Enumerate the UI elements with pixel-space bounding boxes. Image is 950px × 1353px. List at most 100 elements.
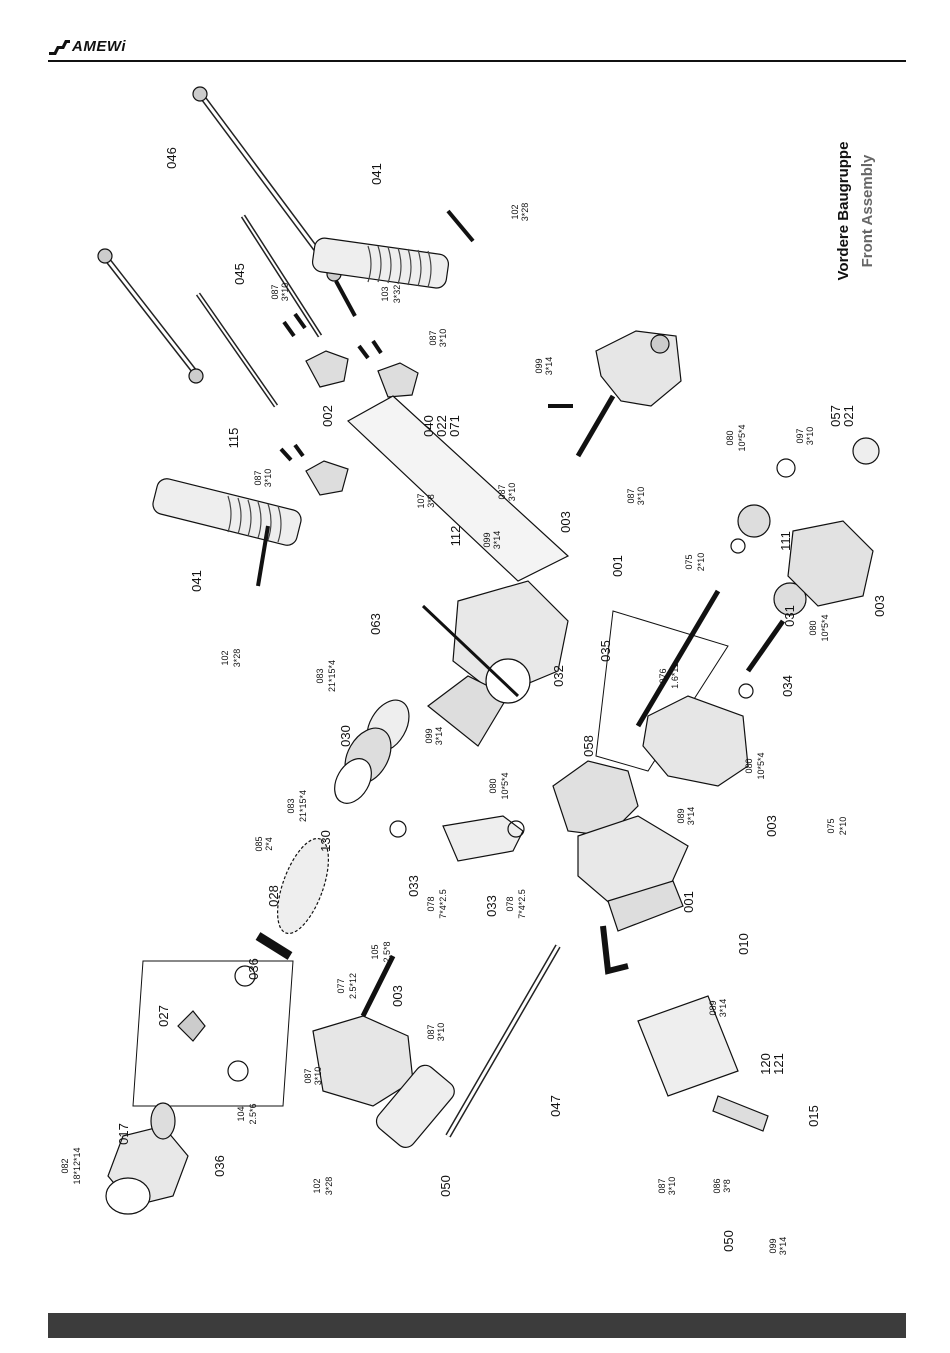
part-label: 045	[232, 263, 247, 285]
bearings-and-gears-031	[730, 458, 809, 699]
part-label: 7*4*2.5	[438, 889, 448, 919]
exploded-diagram: 0460410450873*101023*281033*320873*10115…	[60, 86, 887, 1256]
part-label: 3*14	[686, 807, 696, 826]
part-label: 087	[626, 488, 636, 503]
long-link-rod-046	[97, 86, 342, 384]
part-label: 1.6*11	[670, 663, 680, 688]
part-label: 010	[736, 933, 751, 955]
part-label: 078	[426, 896, 436, 911]
steering-block-003-mid	[642, 695, 749, 787]
part-label: 075	[826, 818, 836, 833]
part-label: 10*5*4	[820, 614, 830, 641]
part-label: 111	[778, 531, 793, 551]
brand-logo: AMEWi	[48, 32, 126, 60]
part-label: 041	[189, 570, 204, 592]
part-label: 001	[681, 891, 696, 913]
axle-housing-001	[346, 395, 570, 747]
part-label: 107	[416, 493, 426, 508]
part-label: 080	[808, 620, 818, 635]
part-label: 036	[246, 958, 261, 980]
part-label: 3*8	[722, 1179, 732, 1193]
part-label: 10*5*4	[756, 752, 766, 779]
diff-assembly-027	[132, 960, 294, 1107]
part-label: 033	[406, 875, 421, 897]
part-label: 3*14	[778, 1237, 788, 1256]
part-label: 003	[872, 595, 887, 617]
part-label: 2*10	[696, 553, 706, 572]
part-label: 3*14	[718, 999, 728, 1018]
part-label: 035	[598, 640, 613, 662]
part-label: 080	[744, 758, 754, 773]
part-label: 015	[806, 1105, 821, 1127]
part-label: 099	[768, 1238, 778, 1253]
ring-gear-030	[334, 699, 410, 804]
header-rule	[48, 60, 906, 62]
differential-carrier	[552, 760, 689, 907]
part-label: 2.5*8	[382, 941, 392, 962]
part-label: 087	[657, 1178, 667, 1193]
part-label: 036	[212, 1155, 227, 1177]
title-english: Front Assembly	[859, 154, 876, 267]
part-label: 097	[795, 428, 805, 443]
part-label: 10*5*4	[500, 772, 510, 799]
part-label: 3*10	[280, 283, 290, 302]
part-label: 030	[338, 725, 353, 747]
part-label: 21*15*4	[327, 660, 337, 692]
part-label: 099	[482, 532, 492, 547]
part-label: 087	[497, 484, 507, 499]
part-label: 076	[658, 668, 668, 683]
part-label: 080	[488, 778, 498, 793]
diff-cover-003-right	[787, 437, 880, 607]
part-label: 033	[484, 895, 499, 917]
page-header: AMEWi	[48, 28, 906, 62]
part-label: 017	[116, 1123, 131, 1145]
part-label: 099	[424, 728, 434, 743]
spur-gear-028	[255, 837, 330, 960]
part-label: 050	[438, 1175, 453, 1197]
part-label: 057	[828, 405, 843, 427]
servo-120	[637, 995, 739, 1097]
part-label: 087	[253, 470, 263, 485]
part-label: 083	[286, 798, 296, 813]
part-label: 099	[534, 358, 544, 373]
screws-and-mounts	[256, 209, 573, 587]
part-label: 087	[428, 330, 438, 345]
part-label: 3*14	[544, 357, 554, 376]
part-label: 032	[551, 665, 566, 687]
brand-name: AMEWi	[72, 37, 127, 55]
part-label: 10*5*4	[737, 424, 747, 451]
part-label: 047	[548, 1095, 563, 1117]
part-label: 003	[764, 815, 779, 837]
part-label: 130	[318, 830, 333, 852]
part-label: 3*10	[507, 483, 517, 502]
drag-link-047	[445, 944, 561, 1138]
part-label: 003	[558, 511, 573, 533]
part-label: 3*28	[232, 649, 242, 668]
part-label: 063	[368, 613, 383, 635]
part-label: 077	[336, 978, 346, 993]
part-label: 034	[780, 675, 795, 697]
part-label: 082	[60, 1158, 70, 1173]
part-label: 102	[312, 1178, 322, 1193]
part-label: 087	[303, 1068, 313, 1083]
part-label: 3*10	[438, 329, 448, 348]
part-label: 3*10	[805, 427, 815, 446]
page-footer-bar	[48, 1313, 906, 1338]
part-label: 3*10	[667, 1177, 677, 1196]
part-label: 021	[841, 405, 856, 427]
logo-mark-icon	[49, 40, 70, 55]
part-label: 103	[380, 286, 390, 301]
part-label: 3*10	[263, 469, 273, 488]
part-label: 3*8	[426, 494, 436, 508]
part-label: 086	[712, 1178, 722, 1193]
part-label: 040	[421, 415, 436, 437]
part-label: 3*28	[520, 203, 530, 222]
part-label: 087	[270, 284, 280, 299]
part-label: 104	[236, 1106, 246, 1121]
shock-absorber-041-upper	[311, 237, 450, 289]
part-label: 7*4*2.5	[517, 889, 527, 919]
part-label: 3*28	[324, 1177, 334, 1196]
part-label: 027	[156, 1005, 171, 1027]
part-label: 105	[370, 944, 380, 959]
